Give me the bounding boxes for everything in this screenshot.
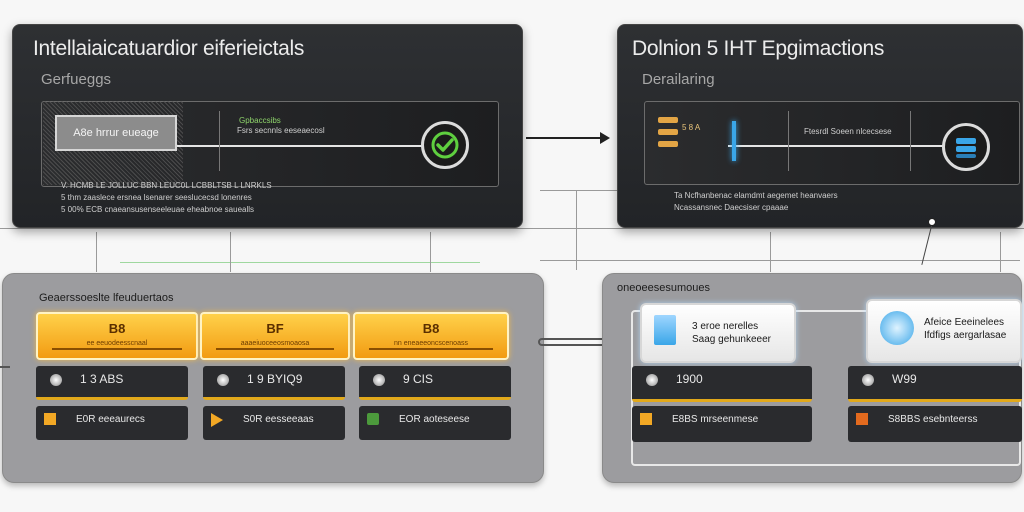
process-panel-left: Intellaiaicatuardior eiferieictals Gerfu… — [12, 24, 523, 228]
connector-dot — [928, 218, 936, 226]
feather-icon — [880, 311, 914, 345]
value-card-5: W99 — [848, 366, 1022, 402]
grid-line — [1000, 232, 1001, 272]
card-line: Ifdfigs aergarlasae — [924, 330, 1007, 341]
card-value: 1 9 BYIQ9 — [247, 372, 303, 386]
module-card-3[interactable]: B8 nn eneaeeoncscenoass — [353, 312, 509, 360]
left-connector — [0, 366, 10, 368]
row-value: S8BBS esebnteerss — [888, 414, 978, 425]
flow-line — [728, 145, 964, 147]
light-icon — [217, 374, 229, 386]
grid-line — [770, 232, 771, 272]
card-subtitle: aaaeiuoceeosmoaosa — [240, 340, 310, 347]
chat-icon — [367, 413, 379, 425]
info-row: Ta Ncfhanbenac elamdmt aegemet heanvaers — [674, 191, 838, 200]
folder-icon — [856, 413, 868, 425]
status-label: Gpbaccsibs — [239, 116, 281, 125]
database-icon — [942, 123, 990, 171]
card-line: Afeice Eeeinelees — [924, 317, 1005, 328]
card-bar — [216, 348, 334, 350]
panel-subtitle: Gerfueggs — [41, 71, 112, 88]
row-value: E0R eeeaurecs — [76, 414, 145, 425]
folder-icon — [640, 413, 652, 425]
card-value: W99 — [892, 372, 917, 386]
glow-line — [732, 121, 736, 161]
layers-icon — [658, 117, 680, 157]
row-value: EOR aoteseese — [399, 414, 470, 425]
card-title: BF — [266, 321, 284, 336]
info-row: V. HCMB LE JOLLUC BBN LEUC0L LCBBLTSB L … — [61, 181, 272, 190]
feature-card-2[interactable]: Afeice Eeeinelees Ifdfigs aergarlasae — [866, 299, 1022, 363]
row-value: S0R eesseeaas — [243, 414, 314, 425]
divider — [219, 111, 220, 171]
card-value: 9 CIS — [403, 372, 434, 386]
info-row: 5 00% ECB cnaeansusenseeleuae eheabnoe s… — [61, 205, 255, 214]
light-icon — [862, 374, 874, 386]
grid-line — [0, 228, 1024, 229]
info-row: Ncassansnec Daecsiser cpaaae — [674, 203, 789, 212]
grid-line — [96, 232, 97, 272]
card-value: 1900 — [676, 372, 703, 386]
light-icon — [50, 374, 62, 386]
value-card-2: 1 9 BYIQ9 — [203, 366, 345, 400]
folder-icon — [44, 413, 56, 425]
process-panel-right: Dolnion 5 IHT Epgimactions Derailaring 5… — [617, 24, 1023, 228]
card-subtitle: nn eneaeeoncscenoass — [394, 340, 468, 347]
group-label: Geaerssoeslte lfeuduertaos — [39, 292, 174, 304]
resource-row-5: S8BBS esebnteerss — [848, 406, 1022, 442]
divider — [788, 111, 789, 171]
flow-line — [177, 145, 425, 147]
resource-row-1: E0R eeeaurecs — [36, 406, 188, 440]
grid-line — [120, 262, 480, 263]
group-label: oneoeesesumoues — [617, 282, 710, 294]
check-icon — [421, 121, 469, 169]
grid-line — [430, 232, 431, 272]
card-bar — [52, 348, 182, 350]
info-row: 5 thm zaaslece ersnea lsenarer seeslucec… — [61, 193, 252, 202]
light-icon — [373, 374, 385, 386]
document-icon — [654, 315, 676, 345]
value-card-3: 9 CIS — [359, 366, 511, 400]
panel-subtitle: Derailaring — [642, 71, 715, 88]
panel-title: Intellaiaicatuardior eiferieictals — [33, 37, 305, 60]
connector-arrow — [526, 137, 604, 139]
module-card-2[interactable]: BF aaaeiuoceeosmoaosa — [200, 312, 350, 360]
resource-row-2: S0R eesseeaas — [203, 406, 345, 440]
divider — [910, 111, 911, 171]
card-line: 3 eroe nerelles — [692, 321, 759, 332]
grid-line — [230, 232, 231, 272]
card-value: 1 3 ABS — [80, 372, 124, 386]
card-subtitle: ee eeuodeesscnaal — [86, 340, 148, 347]
light-icon — [646, 374, 658, 386]
grid-line — [540, 260, 1020, 261]
status-text: Fsrs secnnls eeseaecosl — [237, 126, 325, 135]
value-card-4: 1900 — [632, 366, 812, 402]
card-title: B8 — [422, 321, 440, 336]
layer-label: 5 8 A — [682, 123, 701, 132]
value-card-1: 1 3 ABS — [36, 366, 188, 400]
card-title: B8 — [108, 321, 126, 336]
grid-line — [576, 190, 577, 270]
status-text: Ftesrdl Soeen nlcecsese — [804, 127, 892, 136]
arrow-head-icon — [600, 132, 610, 144]
row-value: E8BS mrseenmese — [672, 414, 759, 425]
play-icon — [211, 413, 223, 427]
chain-connector — [538, 338, 608, 346]
module-card-1[interactable]: B8 ee eeuodeesscnaal — [36, 312, 198, 360]
resource-row-3: EOR aoteseese — [359, 406, 511, 440]
panel-title: Dolnion 5 IHT Epgimactions — [632, 37, 885, 60]
feature-card-1[interactable]: 3 eroe nerelles Saag gehunkeeer — [640, 303, 796, 363]
card-line: Saag gehunkeeer — [692, 334, 771, 345]
card-bar — [369, 348, 493, 350]
input-box: A8e hrrur eueage — [55, 115, 177, 151]
resource-row-4: E8BS mrseenmese — [632, 406, 812, 442]
